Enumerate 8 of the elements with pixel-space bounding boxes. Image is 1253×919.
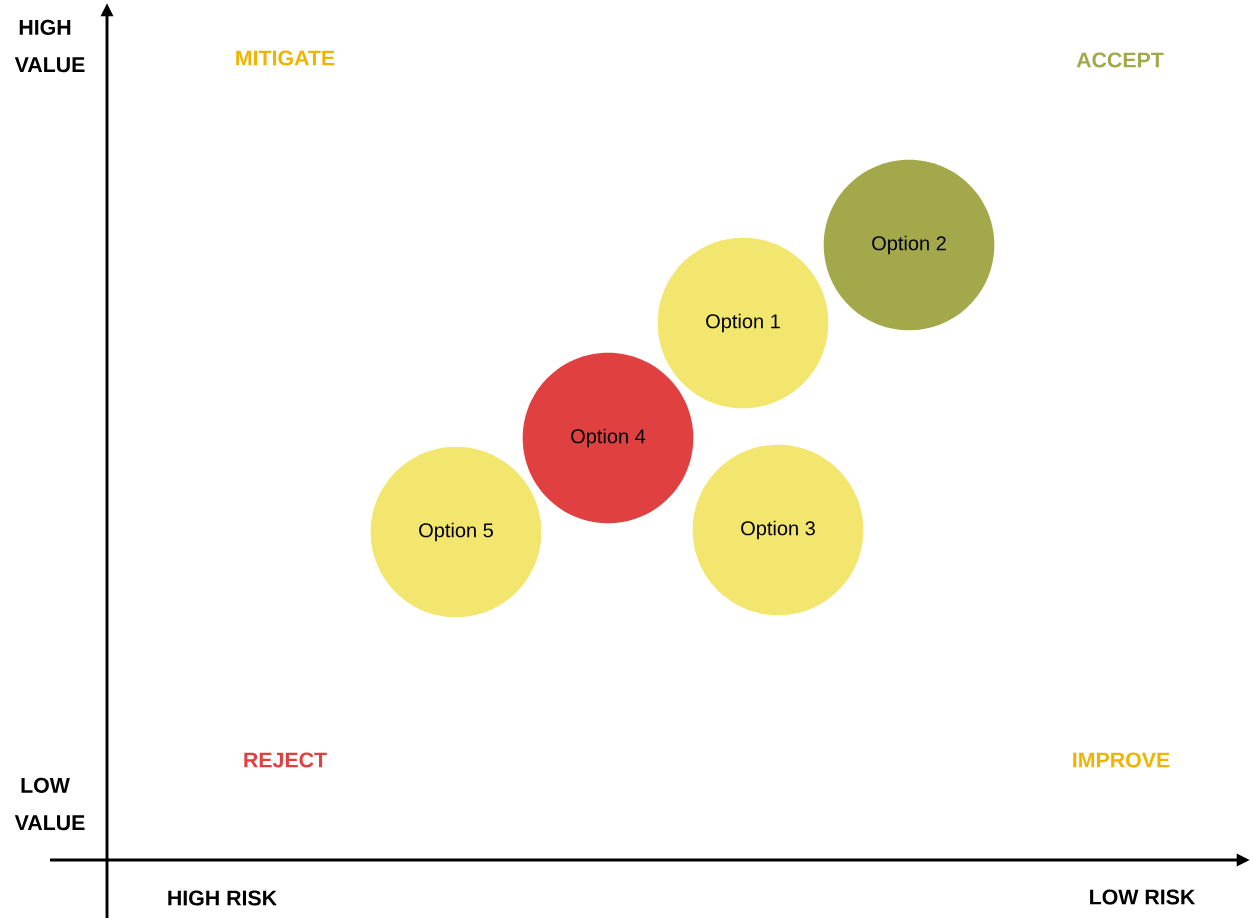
quadrant-label: MITIGATE <box>236 50 335 66</box>
axis-label: LOW VALUE <box>14 777 85 831</box>
axis-label: LOW RISK <box>1090 889 1196 905</box>
quadrant-label: IMPROVE <box>1073 752 1170 768</box>
axis-label: HIGH VALUE <box>14 19 85 73</box>
quadrant-label: ACCEPT <box>1076 52 1164 68</box>
axis-label: HIGH RISK <box>168 890 277 906</box>
quadrant-label: REJECT <box>244 752 327 768</box>
